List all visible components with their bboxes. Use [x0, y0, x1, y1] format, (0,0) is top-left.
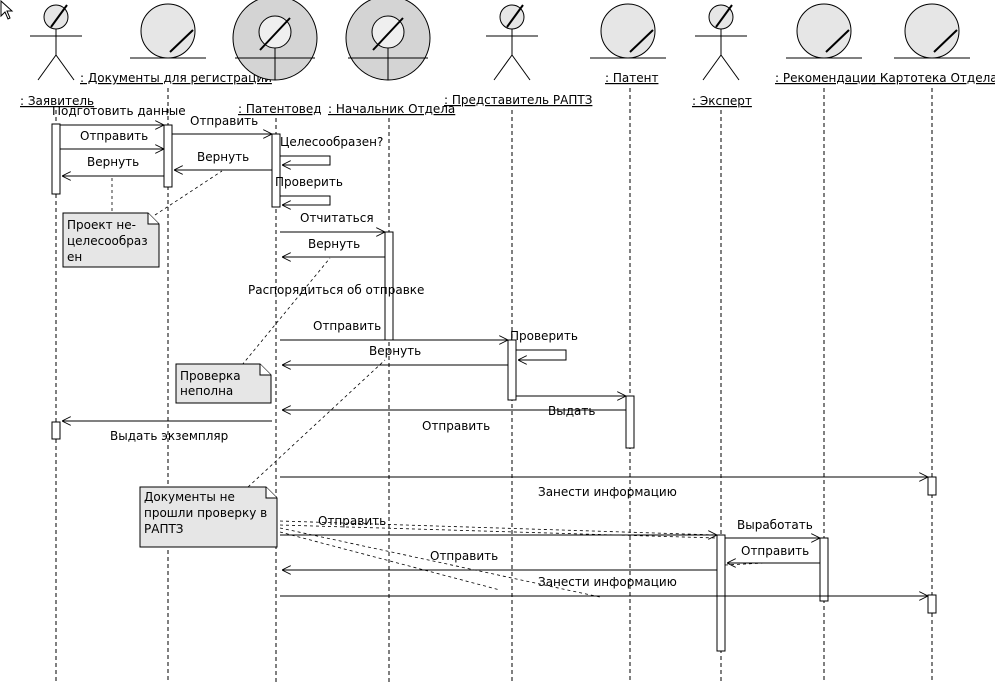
activation-bar	[51, 123, 61, 195]
message-label: Занести информацию	[538, 485, 677, 499]
note-shape	[62, 212, 160, 268]
message-label: Отправить	[741, 544, 809, 558]
note-3[interactable]: Документы не прошли проверку в РАПТЗ	[139, 486, 278, 548]
note-2[interactable]: Проверка неполна	[175, 363, 272, 404]
participant-card[interactable]: : Картотека Отдела	[872, 3, 995, 85]
message-label: Выработать	[737, 518, 813, 532]
message-label: Отчитаться	[300, 211, 374, 225]
participant-label: : Эксперт	[692, 94, 752, 108]
actor-icon	[695, 4, 747, 81]
participant-patent[interactable]: : Патент	[590, 3, 666, 85]
note-1[interactable]: Проект не- целесообраз ен	[62, 212, 160, 268]
participant-applicant[interactable]: : Заявитель	[20, 4, 94, 108]
actor-icon	[30, 4, 82, 81]
message-label: Отправить	[80, 129, 148, 143]
message-label: Занести информацию	[538, 575, 677, 589]
note-text: РАПТЗ	[144, 522, 184, 536]
message-label: Проверить	[275, 175, 343, 189]
message-labels: Подготовить данные Отправить Отправить В…	[52, 104, 813, 589]
message-label: Отправить	[190, 114, 258, 128]
activation-bar	[507, 339, 517, 401]
entity-icon	[130, 3, 206, 59]
entity-icon	[894, 3, 970, 59]
note-text: Проект не-	[67, 218, 136, 232]
message-label: Целесообразен?	[280, 135, 383, 149]
participant-label: : Начальник Отдела	[328, 102, 455, 116]
participant-rapt[interactable]: : Представитель РАПТЗ	[444, 4, 592, 107]
note-text: ен	[67, 250, 82, 264]
activation-bar	[927, 476, 937, 496]
participant-label: : Заявитель	[20, 94, 94, 108]
note-connectors	[111, 170, 766, 598]
mouse-pointer-icon	[0, 0, 14, 20]
self-message-arrow	[516, 349, 567, 360]
message-label: Вернуть	[308, 237, 360, 251]
note-text: неполна	[180, 384, 233, 398]
note-text: Проверка	[180, 369, 241, 383]
participant-head[interactable]: : Начальник Отдела	[328, 0, 455, 116]
activation-bar	[819, 537, 829, 602]
activation-bar	[271, 133, 281, 208]
message-label: Отправить	[430, 549, 498, 563]
participant-label: : Картотека Отдела	[872, 71, 995, 85]
message-label: Распорядиться об отправке	[248, 283, 424, 297]
message-label: Выдать экземпляр	[110, 429, 228, 443]
note-shape	[139, 486, 278, 548]
participant-label: : Патентовед	[238, 102, 322, 116]
activations	[51, 123, 937, 652]
activation-bar	[927, 594, 937, 614]
message-label: Вернуть	[197, 150, 249, 164]
activation-bar	[51, 421, 61, 440]
activation-bar	[625, 395, 635, 449]
participant-reco[interactable]: : Рекомендации	[775, 3, 876, 85]
note-text: прошли проверку в	[144, 506, 267, 520]
note-text: Документы не	[144, 490, 235, 504]
message-label: Отправить	[318, 514, 386, 528]
actor-icon	[486, 4, 538, 81]
message-label: Проверить	[510, 329, 578, 343]
participant-label: : Рекомендации	[775, 71, 876, 85]
participant-label: : Патент	[605, 71, 658, 85]
entity-icon	[590, 3, 666, 59]
message-label: Выдать	[548, 404, 595, 418]
participant-expert[interactable]: : Эксперт	[692, 4, 752, 108]
self-message-arrow	[280, 155, 331, 165]
message-label: Подготовить данные	[52, 104, 186, 118]
activation-bar	[163, 124, 173, 188]
entity-icon	[786, 3, 862, 59]
participant-label: : Документы для регистрации	[80, 71, 272, 85]
self-message-arrow	[280, 195, 331, 205]
message-label: Вернуть	[87, 155, 139, 169]
participant-patentoved[interactable]: : Патентовед	[232, 0, 322, 116]
message-label: Отправить	[313, 319, 381, 333]
activation-bar	[716, 534, 726, 652]
control-icon	[345, 0, 431, 81]
note-text: целесообраз	[67, 234, 148, 248]
message-label: Вернуть	[369, 344, 421, 358]
participant-label: : Представитель РАПТЗ	[444, 93, 592, 107]
message-label: Отправить	[422, 419, 490, 433]
participant-docs[interactable]: : Документы для регистрации	[80, 3, 272, 85]
note-shape	[175, 363, 272, 404]
control-icon	[232, 0, 318, 81]
messages	[60, 125, 928, 596]
